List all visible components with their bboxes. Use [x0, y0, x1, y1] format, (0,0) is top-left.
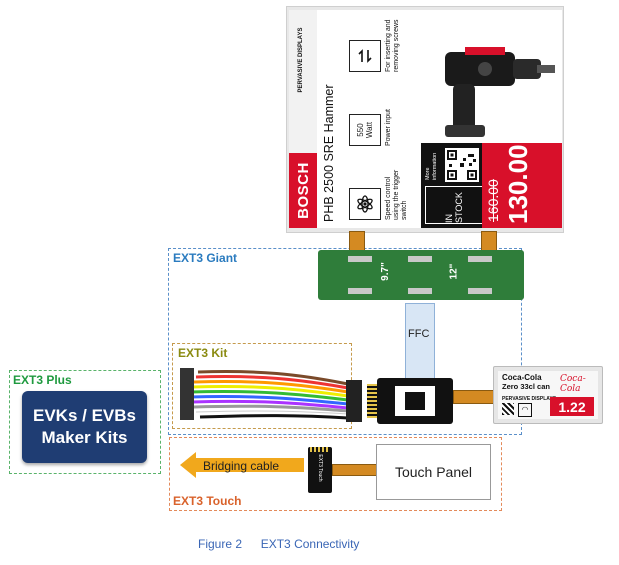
- ext3-plus-label: EXT3 Plus: [13, 373, 72, 387]
- feature3-text: For inserting and removing screws: [385, 19, 400, 72]
- ext3-kit-board: [367, 378, 453, 424]
- small-epd-subtitle: Zero 33cl can: [502, 382, 550, 391]
- touch-panel-label: Touch Panel: [394, 464, 473, 480]
- small-epd-brand: PERVASIVE DISPLAYS: [502, 396, 557, 402]
- ext3-giant-label: EXT3 Giant: [173, 251, 238, 265]
- touch-panel: Touch Panel: [376, 444, 491, 500]
- touch-board-label: EXT3 Touch: [317, 454, 323, 482]
- plus-box-line2: Maker Kits: [41, 428, 128, 447]
- epd-content: BOSCH PHB 2500 SRE Hammer PERVASIVE DISP…: [289, 10, 562, 228]
- ext3-kit-label: EXT3 Kit: [178, 346, 228, 360]
- ffc-connector-left: [349, 231, 365, 251]
- ext3-touch-group: [169, 437, 502, 511]
- small-epaper-display: Coca-Cola Zero 33cl can Coca-Cola PERVAS…: [493, 366, 603, 424]
- ffc-connector-right: [481, 231, 497, 251]
- product-name: PHB 2500 SRE Hammer: [322, 84, 336, 222]
- large-epaper-screen: BOSCH PHB 2500 SRE Hammer PERVASIVE DISP…: [289, 10, 562, 228]
- price: 130.00: [503, 144, 533, 224]
- swap-arrows-icon: [349, 40, 381, 72]
- speed-icon: [349, 188, 381, 220]
- ffc-cable: [405, 303, 435, 383]
- small-epd-qr-icon: [502, 403, 514, 415]
- ext3-giant-group: [168, 248, 522, 435]
- giant-size-b: 12": [448, 263, 460, 280]
- small-epd-logo: Coca-Cola: [560, 374, 586, 394]
- small-epd-price: 1.22: [558, 398, 586, 415]
- qr-code-icon: [445, 148, 479, 182]
- ext3-touch-board: EXT3 Touch: [308, 447, 332, 493]
- hammer-drill-image: [421, 10, 562, 143]
- jumper-wires: [178, 362, 368, 422]
- small-epd-title: Coca-Cola: [502, 373, 542, 382]
- figure-caption: Figure 2 EXT3 Connectivity: [198, 537, 359, 551]
- ext3-plus-group: [9, 370, 161, 474]
- maker-label: PERVASIVE DISPLAYS: [298, 27, 304, 93]
- feature1-text: Speed control using the trigger switch: [385, 169, 408, 220]
- bridging-cable-arrow: [180, 452, 304, 478]
- ffc-label: FFC: [408, 328, 430, 340]
- caption-title: EXT3 Connectivity: [260, 537, 360, 551]
- watt-label: 550 Watt: [356, 121, 374, 139]
- large-epaper-display: BOSCH PHB 2500 SRE Hammer PERVASIVE DISP…: [286, 6, 564, 233]
- old-price: 160.00: [485, 179, 501, 222]
- ext3-touch-label: EXT3 Touch: [173, 494, 242, 508]
- small-epd-wireless-icon: ◠: [518, 403, 532, 417]
- caption-figure-number: Figure 2: [198, 537, 243, 551]
- plus-box-line1: EVKs / EVBs: [33, 406, 136, 425]
- brand-label: BOSCH: [294, 162, 312, 219]
- feature2-text: Power input: [385, 109, 392, 146]
- touch-fpc-cable: [332, 464, 380, 476]
- evks-evbs-maker-kits-box: EVKs / EVBs Maker Kits: [22, 391, 147, 463]
- more-info-text: More information: [425, 152, 438, 180]
- bridging-cable-label: Bridging cable: [203, 459, 280, 473]
- watt-box: 550 Watt: [349, 114, 381, 146]
- ext3-giant-board: 9.7" 12": [318, 250, 524, 300]
- giant-size-a: 9.7": [379, 262, 391, 281]
- stock-label: IN STOCK: [444, 192, 464, 223]
